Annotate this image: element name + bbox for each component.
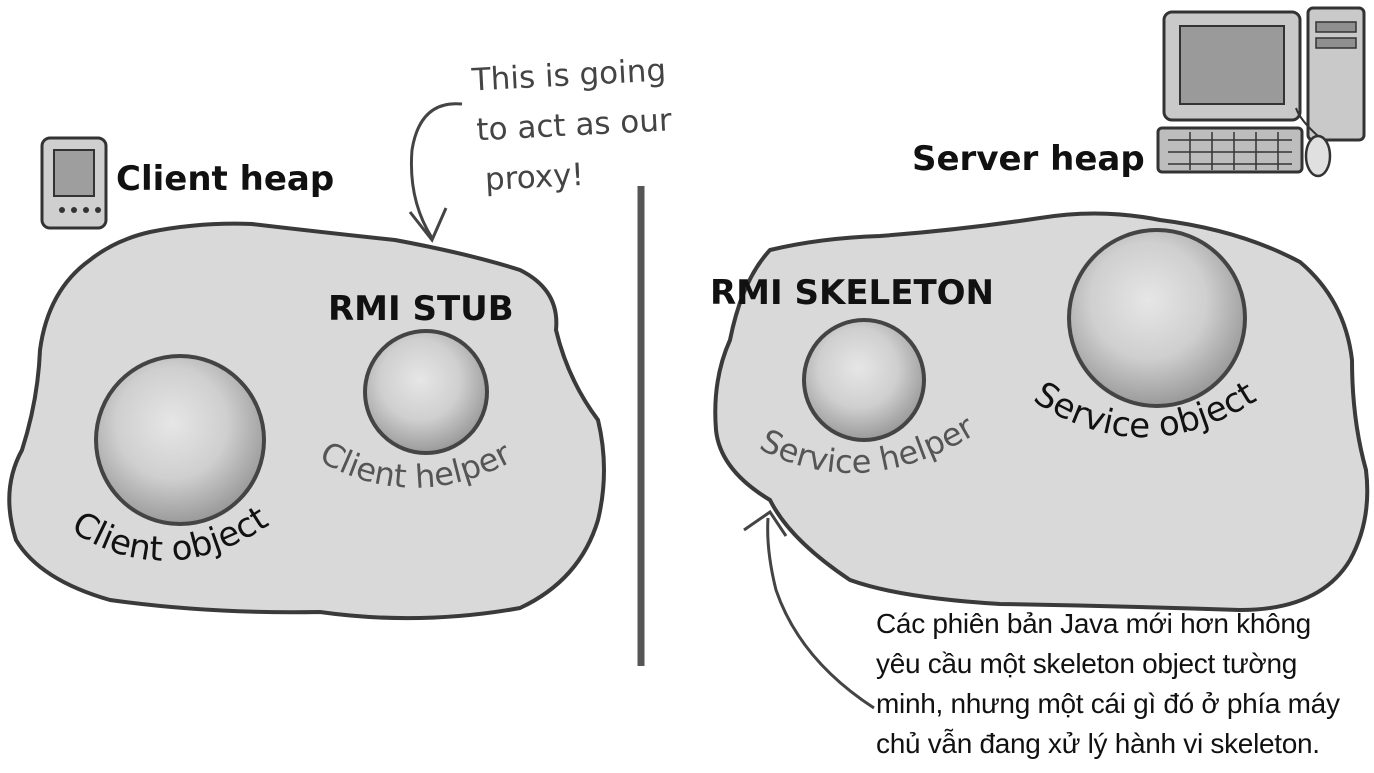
proxy-note: This is going to act as our proxy!	[470, 52, 673, 198]
pda-icon	[40, 136, 108, 230]
annotation-arrow	[766, 517, 875, 710]
annotation-arrowhead	[743, 509, 788, 537]
annotation-line-1: Các phiên bản Java mới hơn không	[876, 608, 1311, 639]
rmi-stub-label: RMI STUB	[328, 289, 514, 329]
desktop-computer-icon	[1156, 6, 1366, 178]
annotation-line-4: chủ vẫn đang xử lý hành vi skeleton.	[876, 728, 1320, 759]
rmi-skeleton-label: RMI SKELETON	[710, 273, 994, 313]
client-heap-label: Client heap	[116, 159, 334, 199]
proxy-arrow	[409, 102, 463, 239]
annotation-line-2: yêu cầu một skeleton object tường	[876, 648, 1297, 679]
service-object-sphere	[1067, 228, 1247, 408]
proxy-note-line-1: This is going	[470, 52, 667, 98]
service-helper-sphere	[802, 318, 926, 442]
proxy-note-line-3: proxy!	[484, 157, 585, 198]
client-helper-sphere	[363, 329, 489, 455]
proxy-arrowhead	[408, 207, 448, 243]
server-heap-label: Server heap	[912, 139, 1145, 179]
client-object-sphere	[94, 354, 266, 526]
annotation-line-3: minh, nhưng một cái gì đó ở phía máy	[876, 688, 1340, 719]
skeleton-annotation: Các phiên bản Java mới hơn không yêu cầu…	[876, 604, 1366, 764]
proxy-note-line-2: to act as our	[475, 102, 672, 148]
